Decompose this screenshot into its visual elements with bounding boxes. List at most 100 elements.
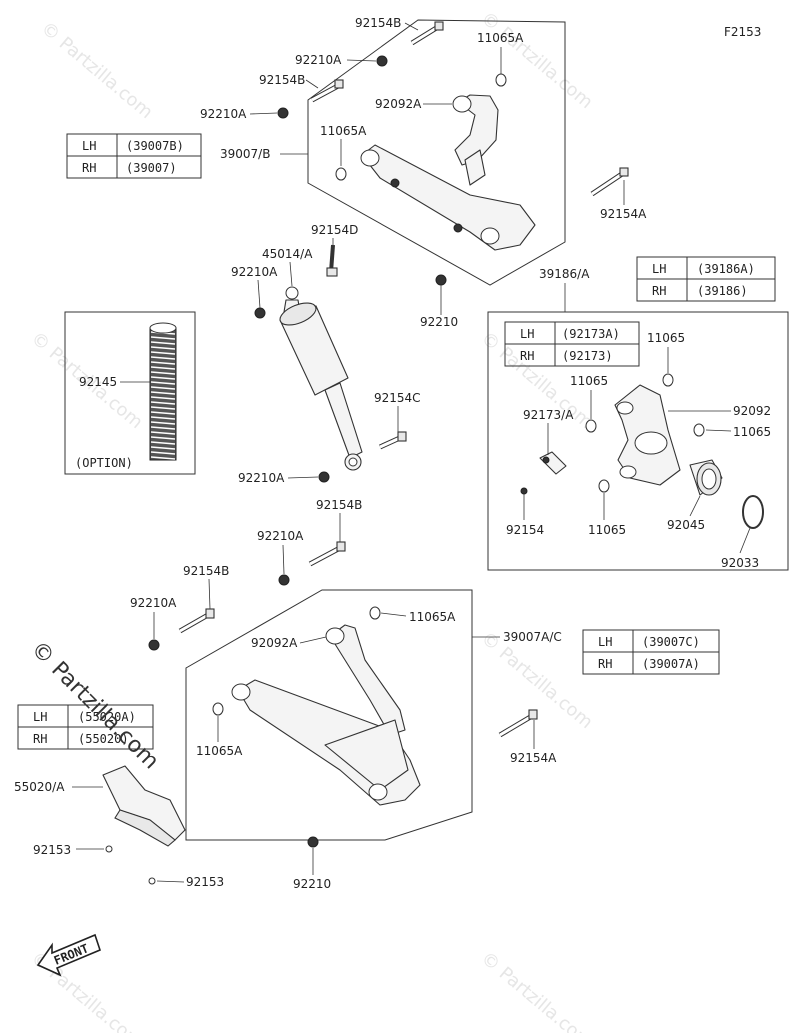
callout-label: 92210A [231, 265, 278, 279]
upper-arm-table: LH (39007B) RH (39007) [66, 133, 202, 179]
callout-label: 92092A [375, 97, 422, 111]
callout-label: 11065 [647, 331, 685, 345]
callout-label: 92154B [316, 498, 362, 512]
table-cell: RH [520, 349, 534, 363]
bolt-92154A-lower [498, 709, 538, 738]
watermark: © Partzilla.com [477, 8, 597, 113]
spring-coil [150, 416, 176, 420]
table-cell: LH [33, 710, 47, 724]
callout-label: 92210A [257, 529, 304, 543]
callout-label: 39007/B [220, 147, 270, 161]
screw-92153-1 [105, 845, 113, 853]
nut-92210A-shock-bottom [318, 471, 330, 483]
callout-label: 39186/A [539, 267, 590, 281]
callout-label: 92154A [510, 751, 557, 765]
spring-coil [150, 361, 176, 365]
circlip-92033 [742, 495, 764, 529]
callout-label: 92210 [420, 315, 458, 329]
callout-label: 92154D [311, 223, 358, 237]
table-cell: RH [33, 732, 47, 746]
callout-label: 92210A [200, 107, 247, 121]
callout-label: 92033 [721, 556, 759, 570]
table-cell: LH [520, 327, 534, 341]
table-cell: (92173A) [562, 327, 620, 341]
callout-label: 92154C [374, 391, 421, 405]
callout-label: 92092A [251, 636, 298, 650]
watermark: © Partzilla.com [477, 948, 597, 1033]
spring-coil [150, 426, 176, 430]
callout-label: 92154 [506, 523, 544, 537]
nut-92210A-low [148, 639, 160, 651]
callout-label: 11065A [409, 610, 456, 624]
spring-coil [150, 371, 176, 375]
spring-coil [150, 406, 176, 410]
guard-table: LH (55020A) RH (55020) [17, 704, 154, 750]
a-arm-guard-55020A [102, 765, 186, 847]
watermark: © Partzilla.com [37, 18, 157, 123]
callout-label: 11065A [196, 744, 243, 758]
spring-coil [150, 441, 176, 445]
knuckle-group-box [487, 311, 789, 571]
table-cell: (39007B) [126, 139, 184, 153]
spring-coil [150, 336, 176, 340]
table-cell: (39186A) [697, 262, 755, 276]
bushing-11065-k4 [598, 479, 610, 493]
spring-coil [150, 431, 176, 435]
spring-coil [150, 421, 176, 425]
callout-label: 92210A [238, 471, 285, 485]
callout-label: 92173/A [523, 408, 574, 422]
upper-a-arm [360, 94, 536, 251]
spring-coil [150, 411, 176, 415]
nut-92210A-mid [278, 574, 290, 586]
spring-coil [150, 391, 176, 395]
bolt-92154D [326, 244, 338, 277]
spring-option-box [64, 311, 196, 475]
nut-92210A-upper1 [376, 55, 388, 67]
callout-label: 92153 [33, 843, 71, 857]
callout-label: 92154B [183, 564, 229, 578]
spring-coil [150, 451, 176, 455]
figure-code: F2153 [724, 25, 761, 39]
callout-label: 92092 [733, 404, 771, 418]
callout-label: 92210 [293, 877, 331, 891]
table-cell: (55020A) [78, 710, 136, 724]
spring-coil [150, 386, 176, 390]
table-cell: RH [598, 657, 612, 671]
table-cell: LH [652, 262, 666, 276]
nut-92210A-shock-top [254, 307, 266, 319]
lower-arm-group-outline [185, 589, 473, 841]
callout-label: 11065A [320, 124, 367, 138]
knuckle-table: LH (39186A) RH (39186) [636, 256, 776, 302]
bearing-92045 [689, 459, 723, 496]
spring-coil [150, 351, 176, 355]
bushing-11065A-upper1 [495, 73, 507, 87]
table-cell: (39007A) [642, 657, 700, 671]
bracket-92173A [539, 451, 567, 475]
nut-92210-lower [307, 836, 319, 848]
table-cell: (55020) [78, 732, 129, 746]
knuckle [614, 384, 681, 486]
lower-arm-table: LH (39007C) RH (39007A) [582, 629, 720, 675]
nut-92210A-upper2 [277, 107, 289, 119]
callout-label: 92154B [355, 16, 401, 30]
callout-label: 55020/A [14, 780, 65, 794]
bolt-92154B-top [410, 21, 444, 46]
bracket-table: LH (92173A) RH (92173) [504, 321, 640, 367]
callout-label: 11065 [570, 374, 608, 388]
callout-label: 92154A [600, 207, 647, 221]
bolt-92154C [378, 431, 407, 450]
callout-label: 92153 [186, 875, 224, 889]
bolt-92154A-upper [590, 167, 629, 197]
lower-a-arm [231, 624, 421, 806]
spring-coil [150, 446, 176, 450]
bolt-92154-small [520, 487, 528, 495]
table-cell: (92173) [562, 349, 613, 363]
spring-coil [150, 436, 176, 440]
callout-label: 92154B [259, 73, 305, 87]
bushing-11065-k2 [585, 419, 597, 433]
table-cell: LH [82, 139, 96, 153]
callout-label: 92210A [130, 596, 177, 610]
spring-coil [150, 356, 176, 360]
